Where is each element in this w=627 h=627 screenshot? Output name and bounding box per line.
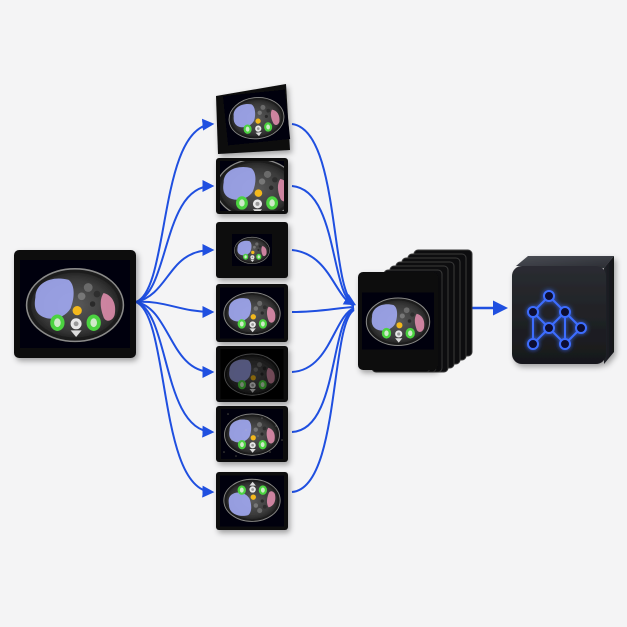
- augmented-image-7: [216, 472, 288, 530]
- arrow-to-augmented-7: [135, 301, 215, 498]
- augmented-image-2: [216, 158, 288, 214]
- augmented-images: [216, 84, 291, 530]
- augmented-image-6: [216, 406, 288, 462]
- arrow-from-augmented-3: [291, 249, 355, 307]
- arrow-from-augmented-2: [291, 185, 355, 306]
- arrow-from-augmented-7: [291, 309, 355, 493]
- model-cube: [512, 256, 614, 364]
- arrow-to-augmented-1: [135, 118, 215, 303]
- fan-out-arrows: [135, 118, 215, 498]
- neural-network-icon: [527, 290, 587, 350]
- arrow-from-augmented-5: [291, 307, 355, 373]
- augmented-image-4: [216, 284, 288, 342]
- arrow-from-augmented-6: [291, 308, 355, 433]
- arrow-to-augmented-3: [135, 244, 215, 303]
- arrow-to-augmented-5: [135, 301, 215, 378]
- augmented-image-1: [216, 84, 291, 154]
- augmented-image-3: [216, 222, 288, 278]
- arrow-to-augmented-6: [135, 301, 215, 438]
- augmented-image-5: [216, 346, 288, 402]
- batch-stack: [358, 249, 473, 373]
- arrow-to-augmented-2: [135, 180, 215, 303]
- arrow-from-augmented-4: [291, 306, 355, 313]
- fan-in-arrows: [291, 123, 357, 493]
- source-ct-image: [14, 250, 136, 358]
- arrow-to-augmented-4: [135, 300, 215, 318]
- arrow-from-augmented-1: [291, 123, 357, 306]
